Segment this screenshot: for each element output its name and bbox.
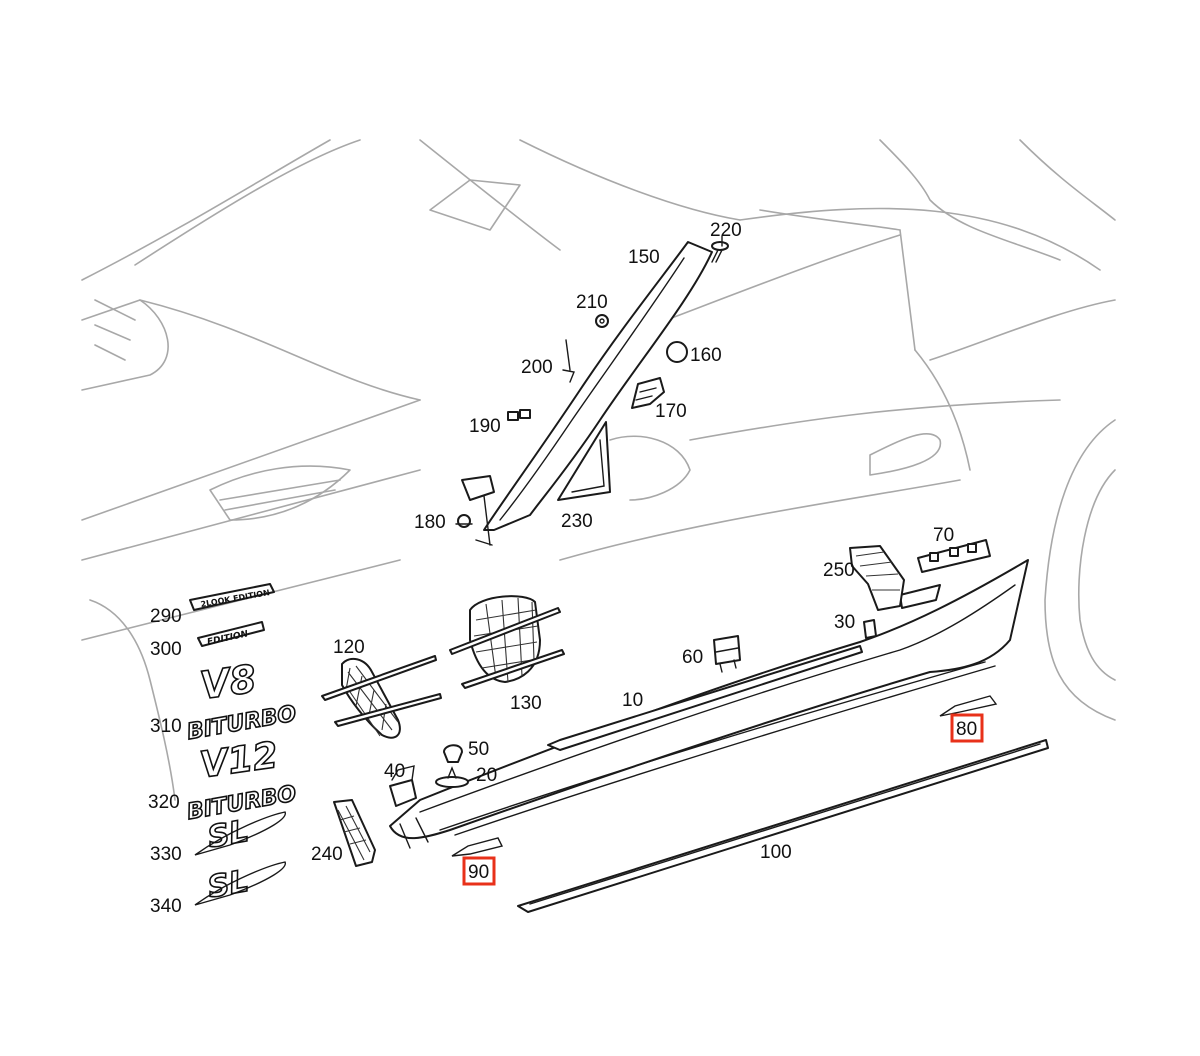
callout-250: 250 [823,560,855,581]
strip-70 [917,539,991,573]
callout-170: 170 [655,401,687,422]
callout-80: 80 [956,719,977,740]
trim-strip-100 [517,739,1049,913]
callout-100: 100 [760,842,792,863]
callout-290: 290 [150,606,182,627]
callout-230: 230 [561,511,593,532]
emblem-v8: V8 [198,657,259,708]
callout-30: 30 [834,612,855,633]
callout-130: 130 [510,693,542,714]
emblem-sl-330: SL [205,814,251,856]
pin-200 [562,339,575,383]
callout-20: 20 [476,765,497,786]
callout-90: 90 [468,862,489,883]
emblem-290: 2LOOK EDITION [189,583,275,611]
callout-10: 10 [622,690,643,711]
callout-labels: 220 150 210 160 200 170 190 180 230 70 2… [148,220,984,917]
callout-200: 200 [521,357,553,378]
emblem-340: SL [194,861,286,906]
fender-vent-130 [449,595,565,689]
emblem-v12: V12 [198,735,281,786]
callout-320: 320 [148,792,180,813]
callout-60: 60 [682,647,703,668]
emblem-300: EDITION [197,621,265,648]
clip-40 [389,765,417,807]
callout-70: 70 [933,525,954,546]
triangle-trim-230 [557,421,611,501]
pillar-trim-150 [461,241,713,546]
clip-210 [595,314,609,328]
callout-220: 220 [710,220,742,241]
side-skirt-10 [389,559,1029,849]
callout-330: 330 [150,844,182,865]
car-body-outline [81,139,1116,801]
bracket-80 [939,695,998,717]
bracket-250 [849,545,905,611]
clip-30 [863,619,877,639]
callout-160: 160 [690,345,722,366]
clip-60 [713,635,741,673]
bracket-90 [451,837,504,857]
callout-210: 210 [576,292,608,313]
fender-vent-120 [321,655,442,739]
screw-220 [711,241,729,263]
fastener-50 [443,744,463,763]
callout-300: 300 [150,639,182,660]
highlight-box-80 [950,713,984,743]
callout-240: 240 [311,844,343,865]
callout-40: 40 [384,761,405,782]
callout-150: 150 [628,247,660,268]
emblem-330: SL [194,811,286,856]
callout-310: 310 [150,716,182,737]
callout-190: 190 [469,416,501,437]
callout-340: 340 [150,896,182,917]
callout-180: 180 [414,512,446,533]
callout-120: 120 [333,637,365,658]
clips-190 [507,409,531,421]
nut-180 [455,514,473,528]
callout-50: 50 [468,739,489,760]
fastener-20 [435,766,469,788]
emblem-sl-340: SL [205,864,251,906]
grille-240 [333,799,376,867]
highlight-box-90 [462,856,496,886]
bracket-170 [631,377,665,409]
cap-160 [666,341,688,363]
